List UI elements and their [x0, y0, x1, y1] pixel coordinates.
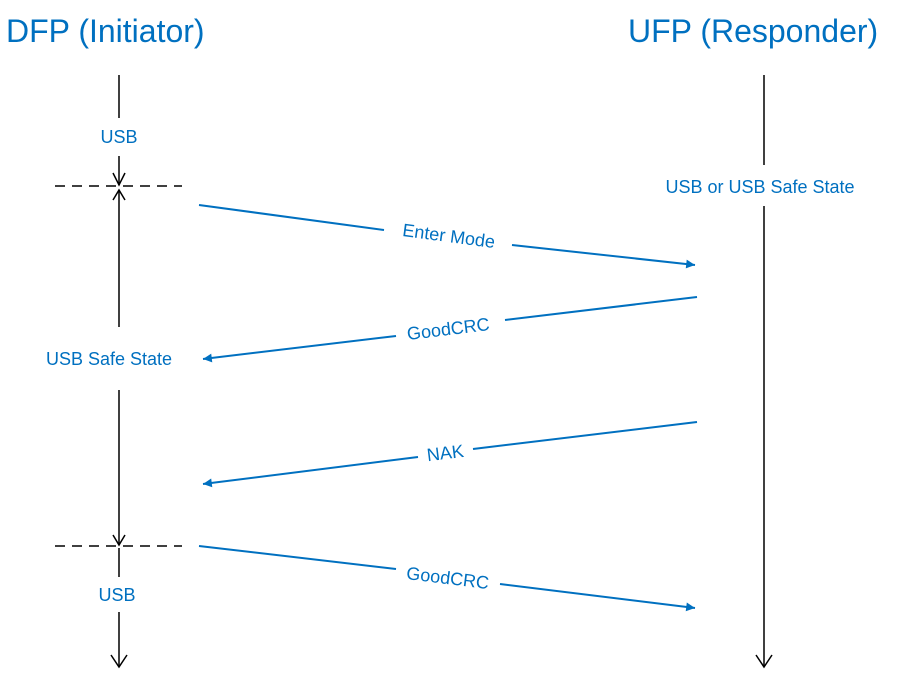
- message-label: NAK: [426, 441, 465, 465]
- responder-state-label: USB or USB Safe State: [665, 177, 854, 197]
- message-label: Enter Mode: [401, 220, 496, 252]
- message-label: GoodCRC: [406, 314, 491, 344]
- message-enter-mode: Enter Mode: [198, 204, 696, 269]
- responder-title: UFP (Responder): [628, 13, 878, 49]
- message-nak: NAK: [202, 421, 698, 488]
- message-label: GoodCRC: [405, 563, 490, 593]
- message-goodcrc-response: GoodCRC: [202, 296, 698, 363]
- initiator-lifeline-arrowheads: [110, 172, 128, 669]
- message-goodcrc-final: GoodCRC: [198, 545, 696, 612]
- responder-lifeline: [755, 75, 773, 669]
- initiator-title: DFP (Initiator): [6, 13, 205, 49]
- initiator-state-usb-bottom: USB: [98, 585, 135, 605]
- initiator-state-safe: USB Safe State: [46, 349, 172, 369]
- initiator-state-usb-top: USB: [100, 127, 137, 147]
